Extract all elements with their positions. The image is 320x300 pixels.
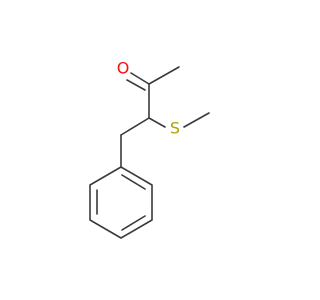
bond-carbonyl-oxygen-b (126, 79, 146, 91)
benzene-inner-bond-2 (121, 215, 146, 231)
bond-carbonyl-oxygen-a (130, 72, 150, 85)
bond-methyl-carbonyl (148, 66, 180, 85)
bond-c3-ch2 (120, 117, 150, 136)
structure-svg: O S (89, 59, 210, 239)
oxygen-label: O (117, 59, 130, 78)
bond-c3-sulfur (148, 117, 166, 128)
benzene-ring (89, 166, 153, 239)
bond-sulfur-methyl (183, 112, 210, 128)
sulfur-label: S (170, 119, 180, 138)
benzene-inner-bond-1 (121, 174, 146, 190)
molecule-diagram: O S (89, 58, 210, 239)
